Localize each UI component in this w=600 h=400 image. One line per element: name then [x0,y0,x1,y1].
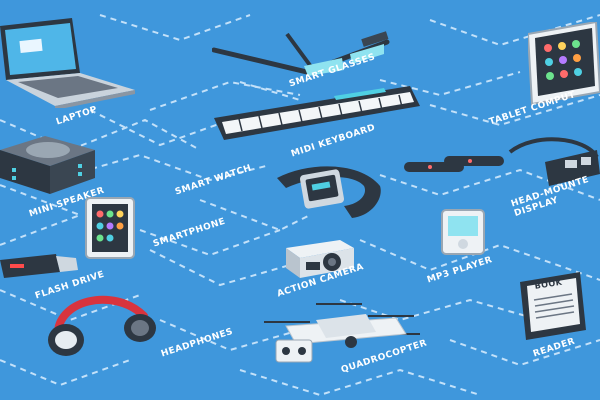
midi-keyboard-icon [214,86,420,140]
vr-controllers-icon [404,156,504,172]
action-camera-icon [286,240,354,278]
smart-watch-icon [277,166,381,218]
smartphone-icon [85,197,135,259]
smart-glasses-icon [212,31,390,76]
mini-speaker-icon [0,136,95,194]
mp3-player-icon [441,209,485,255]
tablet-computer-icon [528,22,600,106]
head-mounted-display-icon [508,137,600,186]
quadrocopter-icon [264,303,420,363]
flash-drive-icon [0,254,78,278]
headphones-icon [48,295,156,356]
ebook-reader-icon [520,272,586,340]
laptop-icon [0,18,135,108]
